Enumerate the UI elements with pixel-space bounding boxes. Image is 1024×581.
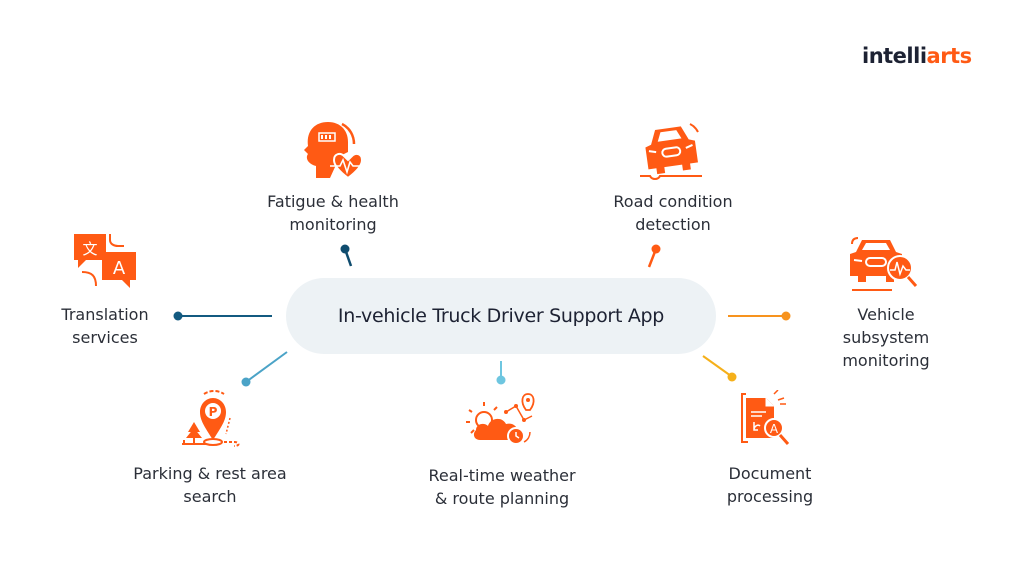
translation-bubbles-icon: 文 A — [74, 234, 136, 288]
weather-route-icon — [466, 393, 535, 445]
connector-translation — [173, 311, 272, 321]
connector-vehicle — [728, 311, 791, 321]
feature-label-document: Document processing — [726, 464, 814, 506]
svg-text:A: A — [770, 422, 779, 436]
tilted-car-icon — [640, 123, 702, 180]
feature-label-fatigue: Fatigue & health monitoring — [267, 192, 399, 234]
connector-fatigue — [340, 244, 353, 267]
head-heart-icon — [304, 122, 364, 180]
parking-pin-icon: P — [182, 390, 240, 447]
feature-label-parking: Parking & rest area search — [133, 464, 287, 506]
feature-label-vehicle: Vehicle subsystem monitoring — [842, 305, 930, 370]
connector-parking — [241, 351, 288, 387]
document-scan-icon: A — [741, 390, 790, 445]
feature-label-weather: Real-time weather & route planning — [428, 466, 576, 508]
car-diagnostics-icon — [850, 237, 918, 291]
central-hub: In-vehicle Truck Driver Support App — [286, 278, 716, 354]
svg-text:文: 文 — [82, 240, 97, 258]
connector-weather — [496, 361, 506, 385]
logo-dark-part: intelli — [862, 44, 927, 68]
svg-text:P: P — [209, 405, 218, 419]
logo-accent-part: arts — [926, 44, 973, 68]
connector-road — [647, 244, 661, 268]
hub-title: In-vehicle Truck Driver Support App — [337, 305, 665, 327]
svg-text:A: A — [113, 258, 126, 279]
feature-label-road: Road condition detection — [613, 192, 733, 234]
feature-label-translation: Translation services — [61, 305, 149, 347]
connector-document — [702, 355, 737, 382]
intelliarts-logo: intelliarts — [862, 44, 972, 68]
